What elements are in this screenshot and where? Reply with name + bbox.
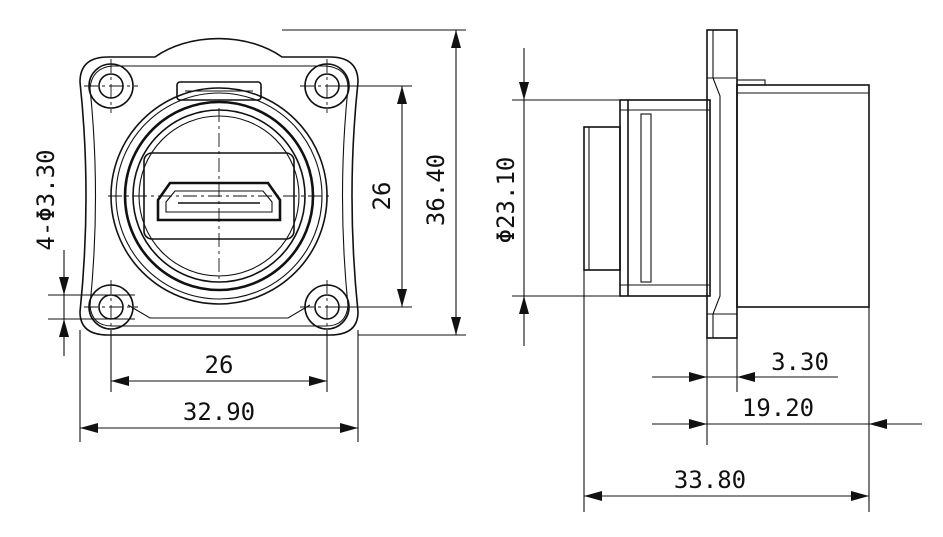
side-barrel-slot (640, 113, 652, 283)
front-flange-inner-outline (89, 65, 349, 327)
side-barrel (619, 99, 711, 297)
dim-overall-length: 33.80 (674, 466, 746, 494)
dim-overall-height: 36.40 (422, 154, 450, 226)
front-flange-outline (79, 37, 359, 336)
dim-rear-length: 19.20 (742, 394, 814, 422)
dimension-lines (48, 29, 922, 512)
dim-hole-spacing-horizontal: 26 (205, 351, 234, 379)
dimension-labels: 36.40 26 26 32.90 4-Φ3.30 Φ23.10 3.30 19… (32, 149, 829, 494)
mounting-hole-top-left (84, 59, 138, 113)
side-flange (706, 29, 738, 339)
dim-hole-spec: 4-Φ3.30 (32, 149, 60, 250)
dim-overall-width: 32.90 (183, 398, 255, 426)
side-view (583, 29, 870, 339)
front-bottom-recess (127, 304, 311, 319)
dim-flange-thickness: 3.30 (771, 348, 829, 376)
front-latch (176, 81, 262, 101)
side-rear-housing (736, 84, 870, 308)
dim-body-diameter: Φ23.10 (492, 157, 520, 244)
dim-hole-spacing-vertical: 26 (368, 182, 396, 211)
front-view (79, 37, 359, 336)
